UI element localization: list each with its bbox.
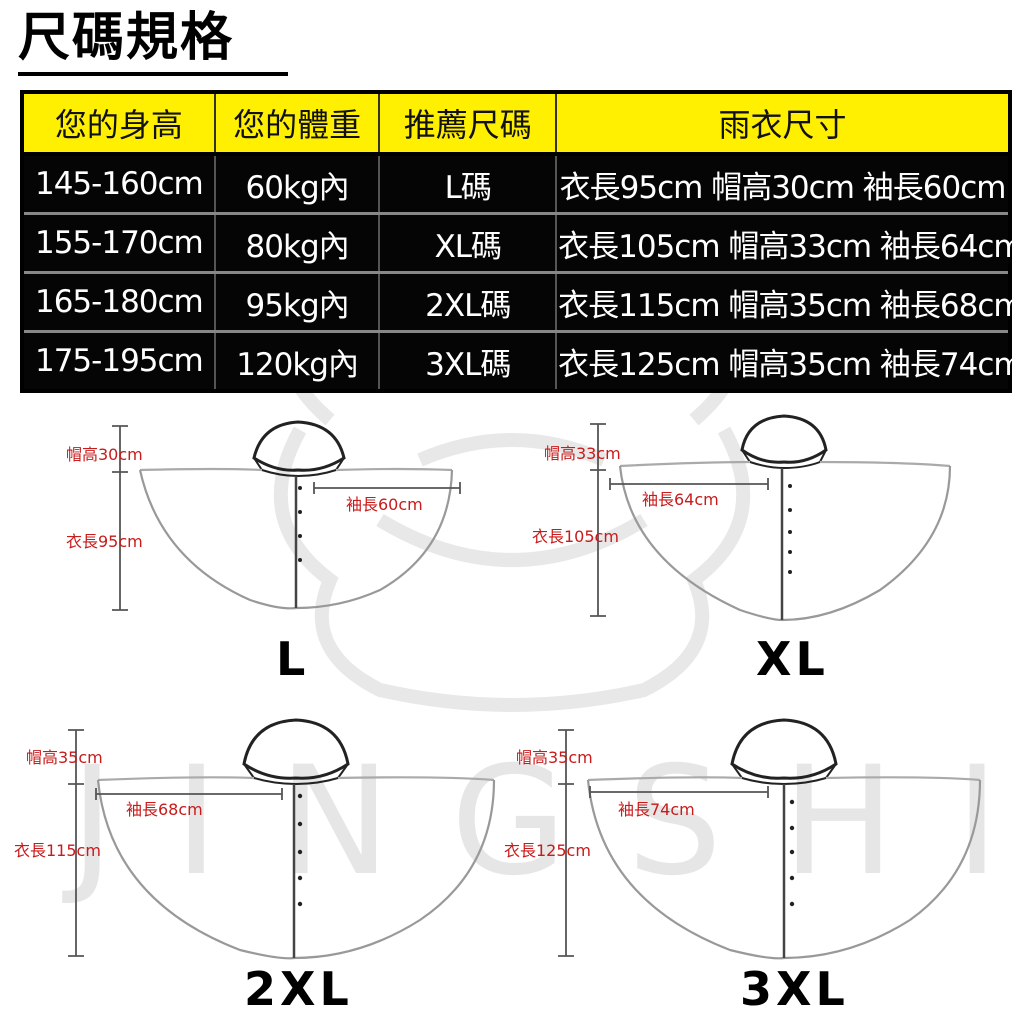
sleeve-label-3xl: 袖長74cm [618, 800, 695, 819]
cell-size: 3XL碼 [379, 330, 558, 391]
header-height: 您的身高 [22, 92, 216, 156]
cell-height: 175-195cm [22, 330, 216, 391]
size-label-2xl: 2XL [244, 962, 353, 1016]
table-row: 155-170cm 80kg內 XL碼 衣長105cm 帽高33cm 袖長64c… [22, 212, 1024, 273]
cell-weight: 120kg內 [214, 330, 381, 391]
cell-size: XL碼 [379, 212, 558, 273]
title-underline [18, 72, 288, 76]
sleeve-label-l: 袖長60cm [346, 495, 423, 514]
cell-weight: 60kg內 [214, 154, 381, 214]
cell-size: 2XL碼 [379, 271, 558, 332]
cell-height: 145-160cm [22, 154, 216, 214]
table-row: 165-180cm 95kg內 2XL碼 衣長115cm 帽高35cm 袖長68… [22, 271, 1024, 332]
header-size: 推薦尺碼 [379, 92, 558, 156]
raincoat-xl-outline [618, 414, 952, 622]
cell-height: 165-180cm [22, 271, 216, 332]
header-weight: 您的體重 [214, 92, 381, 156]
header-dimensions: 雨衣尺寸 [556, 92, 1010, 156]
table-row: 145-160cm 60kg內 L碼 衣長95cm 帽高30cm 袖長60cm [22, 154, 1010, 214]
cell-weight: 95kg內 [214, 271, 381, 332]
cell-dimensions: 衣長115cm 帽高35cm 袖長68cm [556, 271, 1024, 332]
hood-label-xl: 帽高33cm [544, 444, 621, 463]
hood-label-3xl: 帽高35cm [516, 748, 593, 767]
raincoat-l-outline [138, 420, 454, 610]
table-header-row: 您的身高 您的體重 推薦尺碼 雨衣尺寸 [22, 92, 1010, 156]
sleeve-label-2xl: 袖長68cm [126, 800, 203, 819]
raincoat-2xl-outline [96, 718, 496, 960]
table-row: 175-195cm 120kg內 3XL碼 衣長125cm 帽高35cm 袖長7… [22, 330, 1024, 391]
cell-dimensions: 衣長125cm 帽高35cm 袖長74cm [556, 330, 1024, 391]
size-label-3xl: 3XL [740, 962, 849, 1016]
cell-height: 155-170cm [22, 212, 216, 273]
size-label-l: L [276, 632, 310, 686]
sleeve-label-xl: 袖長64cm [642, 490, 719, 509]
size-table: 您的身高 您的體重 推薦尺碼 雨衣尺寸 145-160cm 60kg內 L碼 衣… [20, 90, 1024, 393]
hood-label-2xl: 帽高35cm [26, 748, 103, 767]
hood-label-l: 帽高30cm [66, 445, 143, 464]
length-label-2xl: 衣長115cm [14, 841, 101, 860]
cell-weight: 80kg內 [214, 212, 381, 273]
measurement-lines [68, 423, 769, 957]
page-title: 尺碼規格 [18, 8, 235, 68]
button-dots [297, 484, 795, 907]
length-label-xl: 衣長105cm [532, 527, 619, 546]
cell-dimensions: 衣長95cm 帽高30cm 袖長60cm [556, 154, 1010, 214]
size-label-xl: XL [756, 632, 829, 686]
raincoat-3xl-outline [586, 718, 982, 960]
length-label-l: 衣長95cm [66, 532, 143, 551]
cell-dimensions: 衣長105cm 帽高33cm 袖長64cm [556, 212, 1024, 273]
cell-size: L碼 [379, 154, 558, 214]
length-label-3xl: 衣長125cm [504, 841, 591, 860]
